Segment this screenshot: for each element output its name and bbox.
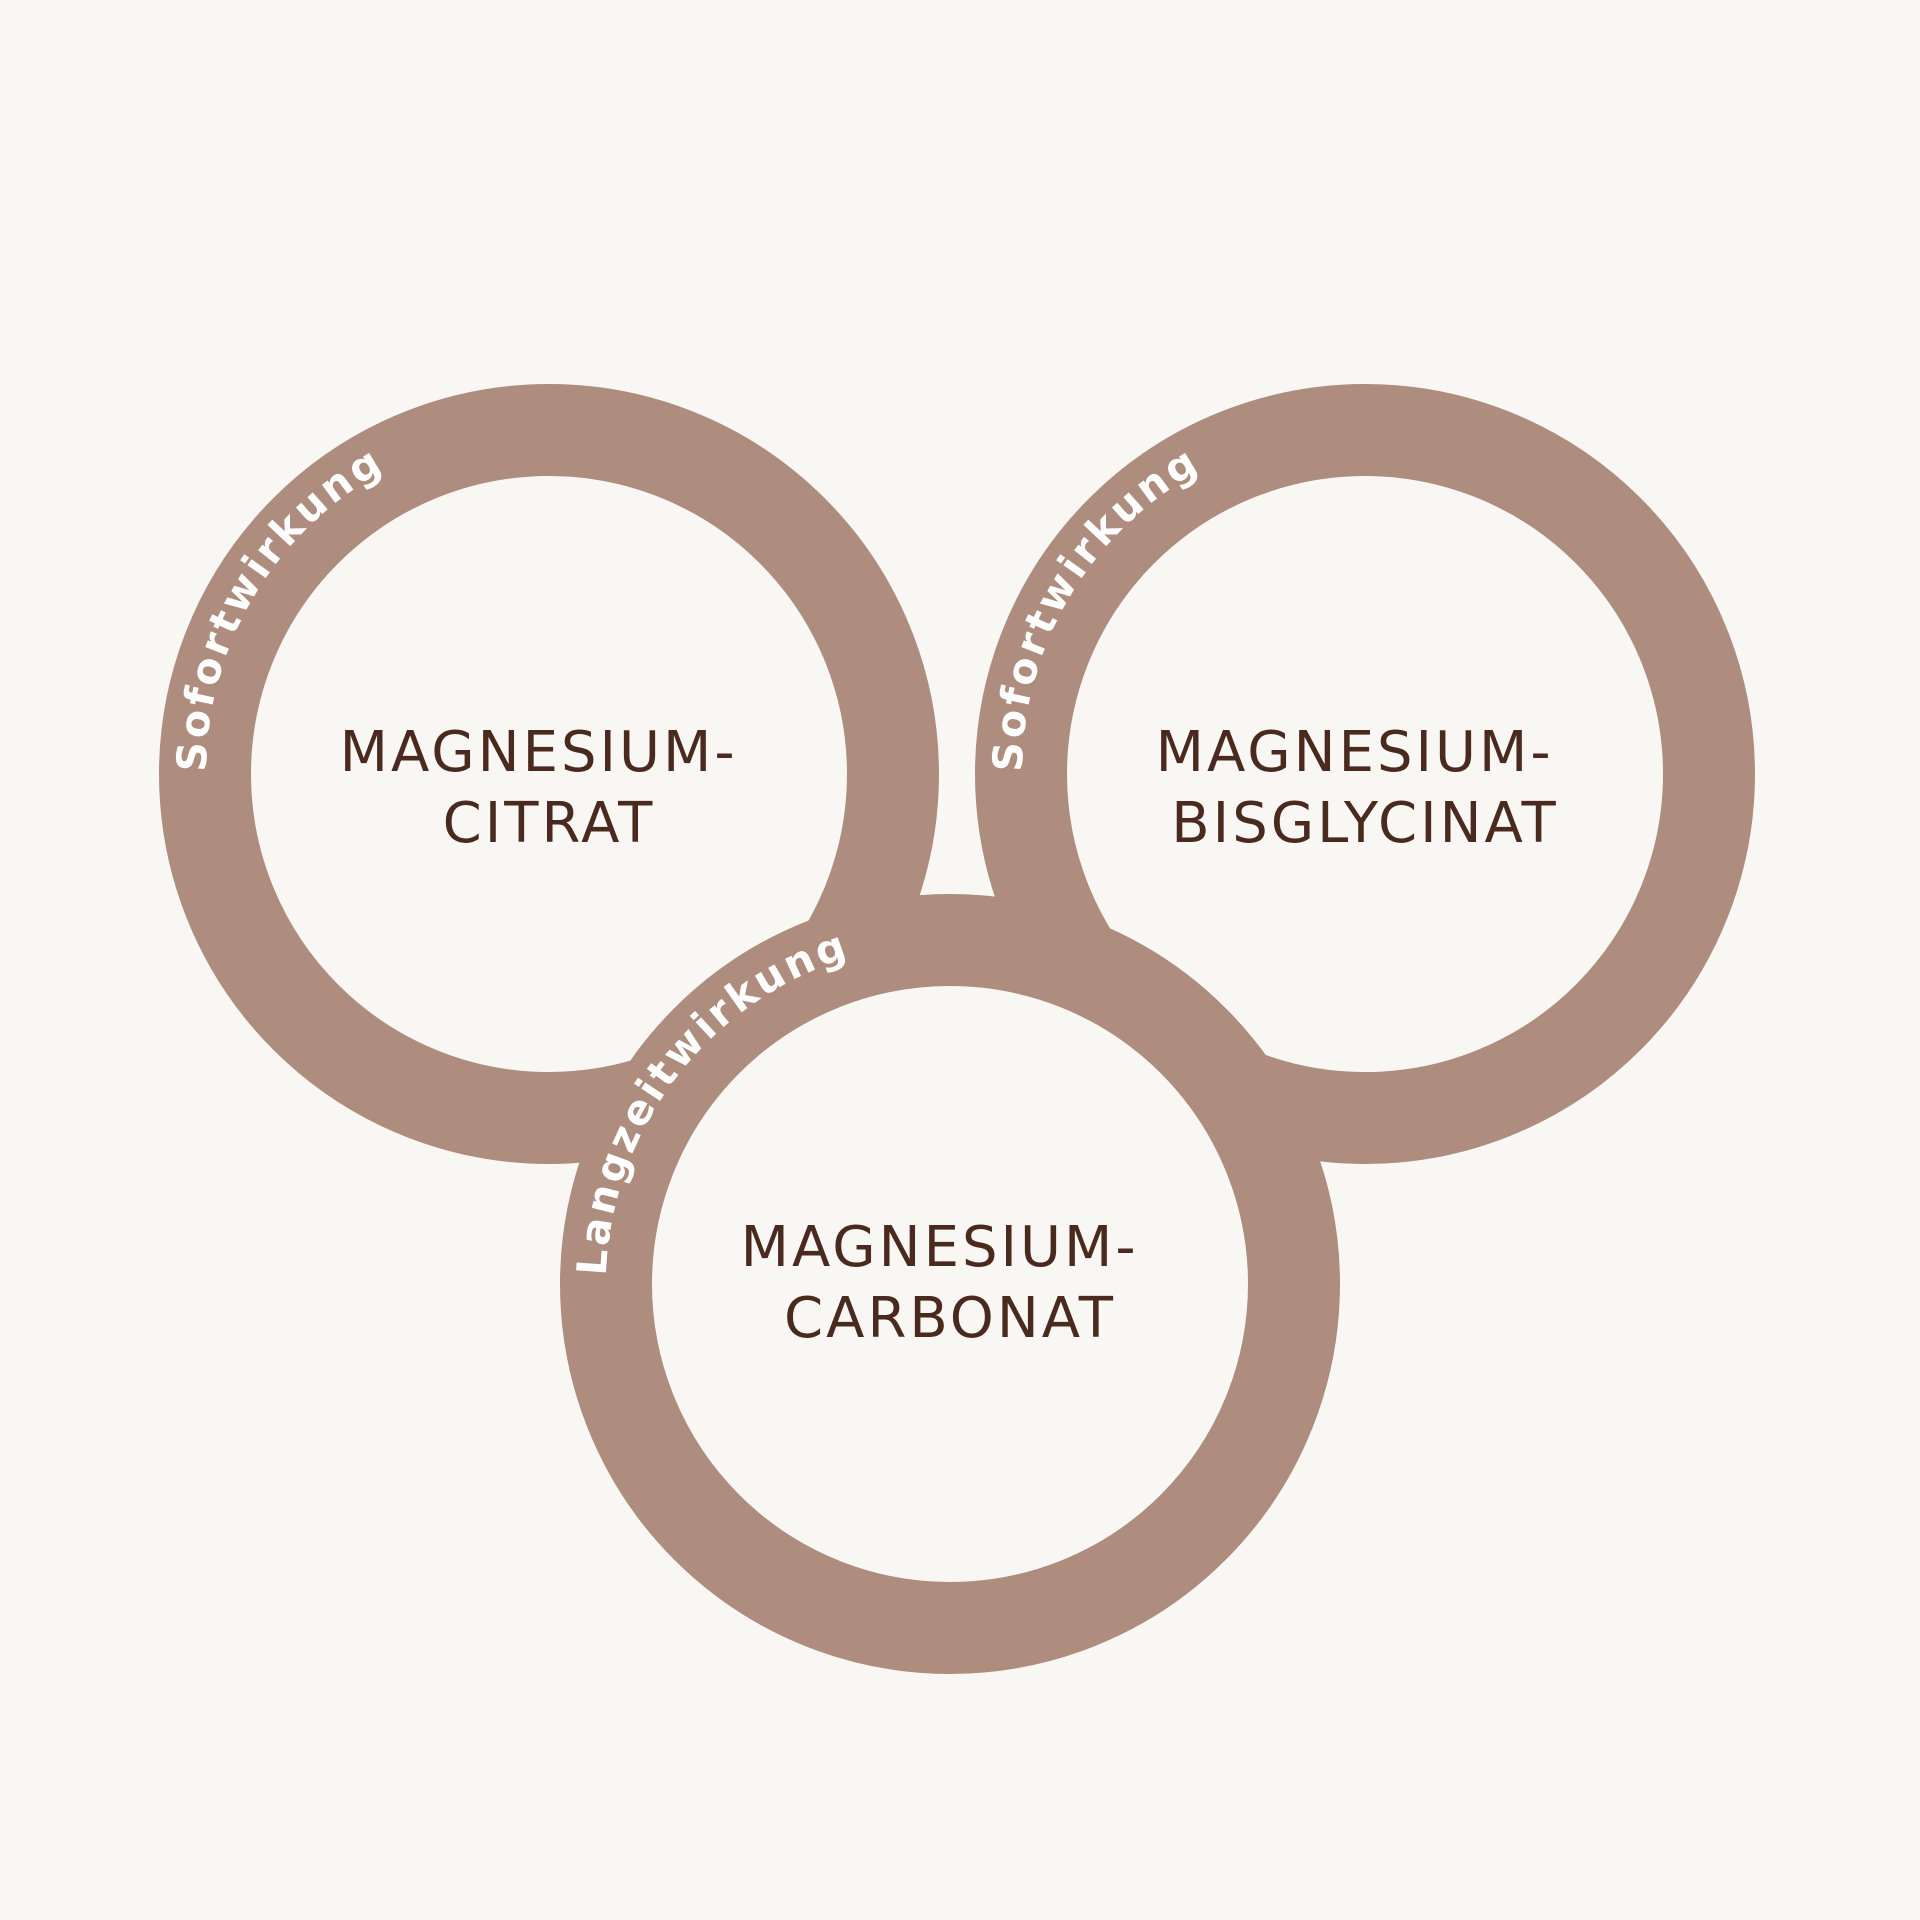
ring-circle — [560, 894, 1340, 1674]
center-label-line-2: CITRAT — [443, 791, 656, 856]
center-label-line-1: MAGNESIUM- — [741, 1215, 1139, 1280]
center-label-line-2: CARBONAT — [784, 1286, 1116, 1351]
circle-magnesium-bisglycinat: Sofortwirkung MAGNESIUM- BISGLYCINAT — [975, 384, 1755, 1164]
center-label: MAGNESIUM- BISGLYCINAT — [1156, 720, 1575, 856]
center-label: MAGNESIUM- CARBONAT — [741, 1215, 1160, 1351]
ring-circle — [975, 384, 1755, 1164]
center-label-line-1: MAGNESIUM- — [340, 720, 738, 785]
ring-circle — [159, 384, 939, 1164]
center-label-line-2: BISGLYCINAT — [1171, 791, 1558, 856]
circle-magnesium-carbonat: Langzeitwirkung MAGNESIUM- CARBONAT — [560, 894, 1340, 1674]
center-label: MAGNESIUM- CITRAT — [340, 720, 759, 856]
center-label-line-1: MAGNESIUM- — [1156, 720, 1554, 785]
circle-magnesium-citrat: Sofortwirkung MAGNESIUM- CITRAT — [159, 384, 939, 1164]
